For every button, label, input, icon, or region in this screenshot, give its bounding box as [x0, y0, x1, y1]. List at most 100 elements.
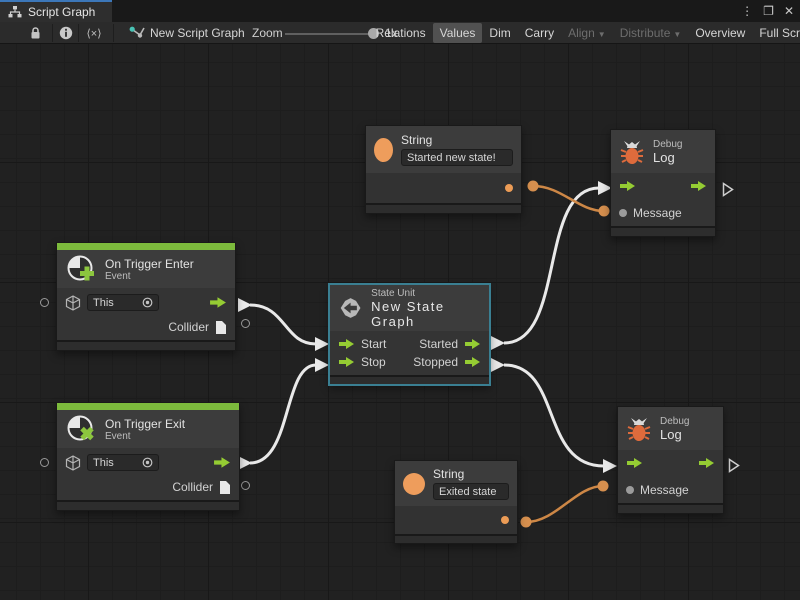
message-input-port[interactable]: [626, 485, 634, 494]
node-category: State Unit: [371, 287, 416, 299]
flow-out-port[interactable]: [698, 457, 715, 469]
node-title: On Trigger Exit: [105, 416, 186, 431]
node-title: On Trigger Enter: [105, 256, 194, 271]
zoom-slider-track[interactable]: [285, 33, 373, 35]
string-type-icon: [374, 137, 393, 162]
wire-string-to-message-top: [532, 184, 605, 213]
node-title: Log: [653, 149, 675, 165]
trigger-exit-icon: [67, 415, 94, 441]
collider-output-label: Collider: [172, 480, 213, 494]
node-category: Event: [105, 430, 131, 442]
fullscreen-button[interactable]: Full Scr: [759, 26, 800, 40]
carry-button[interactable]: Carry: [524, 26, 555, 40]
message-label: Message: [640, 482, 689, 497]
event-header-bar: [57, 243, 235, 250]
object-picker-icon[interactable]: [142, 457, 153, 468]
node-debug-log-top[interactable]: Debug Log Message: [610, 129, 716, 237]
tab-script-graph[interactable]: Script Graph: [0, 0, 112, 22]
string-type-icon: [403, 472, 425, 495]
unconnected-flow-port[interactable]: [722, 182, 734, 197]
node-on-trigger-exit[interactable]: On Trigger Exit Event This: [56, 402, 240, 511]
message-input-port[interactable]: [619, 208, 627, 217]
overview-button[interactable]: Overview: [695, 26, 746, 40]
collider-output-label: Collider: [168, 320, 209, 334]
node-string-top[interactable]: String Started new state!: [365, 125, 522, 214]
node-title: Log: [660, 426, 682, 442]
toolbar-toggles: Relations Values Dim Carry Align▼ Distri…: [369, 22, 800, 44]
node-footer: [395, 534, 517, 543]
node-on-trigger-enter[interactable]: On Trigger Enter Event This: [56, 242, 236, 351]
wire-arrowhead: [603, 459, 617, 473]
collider-value-icon[interactable]: [219, 480, 231, 495]
lock-icon: [31, 26, 39, 38]
wire-arrowhead: [491, 358, 505, 372]
wire-arrowhead: [315, 358, 329, 372]
node-footer: [366, 203, 521, 213]
string-value-input[interactable]: Exited state: [433, 483, 509, 500]
unconnected-output-port[interactable]: [241, 481, 250, 490]
align-dropdown[interactable]: Align▼: [568, 26, 606, 40]
node-title: New State Graph: [371, 298, 445, 329]
zoom-slider-handle[interactable]: [368, 28, 379, 39]
unconnected-input-port[interactable]: [40, 458, 49, 467]
node-string-bottom[interactable]: String Exited state: [394, 460, 518, 544]
flow-out-port[interactable]: [464, 338, 481, 350]
unconnected-flow-port[interactable]: [728, 458, 740, 473]
wire-endpoint-dot: [598, 205, 610, 217]
wire-arrowhead: [238, 456, 252, 470]
maximize-icon[interactable]: ❐: [763, 4, 774, 18]
close-icon[interactable]: ✕: [783, 4, 794, 18]
node-state-unit[interactable]: State Unit New State Graph Start Started…: [329, 284, 490, 385]
wire-endpoint-dot: [527, 180, 539, 192]
wire-enter-to-start: [249, 303, 317, 346]
flow-out-port[interactable]: [464, 356, 481, 368]
gameobject-cube-icon: [65, 294, 81, 311]
relations-button[interactable]: Relations: [375, 26, 426, 40]
lock-button[interactable]: [24, 22, 46, 44]
string-output-port[interactable]: [505, 184, 513, 192]
port-label-stopped: Stopped: [413, 355, 458, 369]
target-object-dropdown[interactable]: This: [87, 294, 159, 311]
graph-toolbar: ⟨×⟩ New Script Graph Zoom 1x Relations V…: [0, 22, 800, 44]
message-label: Message: [633, 205, 682, 220]
info-icon: [59, 26, 73, 40]
collider-value-icon[interactable]: [215, 320, 227, 335]
graph-icon: [128, 22, 146, 44]
info-button[interactable]: [55, 22, 77, 44]
string-output-port[interactable]: [501, 516, 509, 524]
chevron-down-icon: ▼: [673, 30, 682, 39]
node-category: Debug: [660, 415, 690, 427]
zoom-to-fit-button[interactable]: ⟨×⟩: [75, 22, 113, 44]
wire-exit-to-stop: [249, 363, 317, 465]
chevron-down-icon: ▼: [597, 30, 606, 39]
flow-out-port[interactable]: [213, 456, 231, 469]
gameobject-cube-icon: [65, 454, 81, 471]
node-debug-log-bottom[interactable]: Debug Log Message: [617, 406, 724, 514]
target-object-dropdown[interactable]: This: [87, 454, 159, 471]
wire-endpoint-dot: [520, 516, 532, 528]
tab-title: Script Graph: [28, 5, 96, 19]
flow-out-port[interactable]: [690, 180, 707, 192]
distribute-dropdown[interactable]: Distribute▼: [619, 26, 682, 40]
values-button[interactable]: Values: [432, 23, 483, 43]
port-label-start: Start: [361, 337, 387, 351]
dim-button[interactable]: Dim: [489, 26, 511, 40]
flow-in-port[interactable]: [338, 356, 355, 368]
node-footer: [618, 503, 723, 513]
zoom-value: 1x: [385, 26, 398, 40]
graph-canvas[interactable]: String Started new state!: [0, 44, 800, 600]
flow-in-port[interactable]: [338, 338, 355, 350]
unconnected-output-port[interactable]: [241, 319, 250, 328]
node-footer: [611, 226, 715, 236]
tab-bar: Script Graph ⋮ ❐ ✕: [0, 0, 800, 22]
wire-arrowhead: [315, 337, 329, 351]
more-menu-icon[interactable]: ⋮: [741, 4, 754, 18]
string-value-input[interactable]: Started new state!: [401, 149, 513, 166]
unconnected-input-port[interactable]: [40, 298, 49, 307]
flow-in-port[interactable]: [619, 180, 636, 192]
flow-in-port[interactable]: [626, 457, 643, 469]
flow-out-port[interactable]: [209, 296, 227, 309]
object-picker-icon[interactable]: [142, 297, 153, 308]
bug-icon: [620, 140, 644, 164]
